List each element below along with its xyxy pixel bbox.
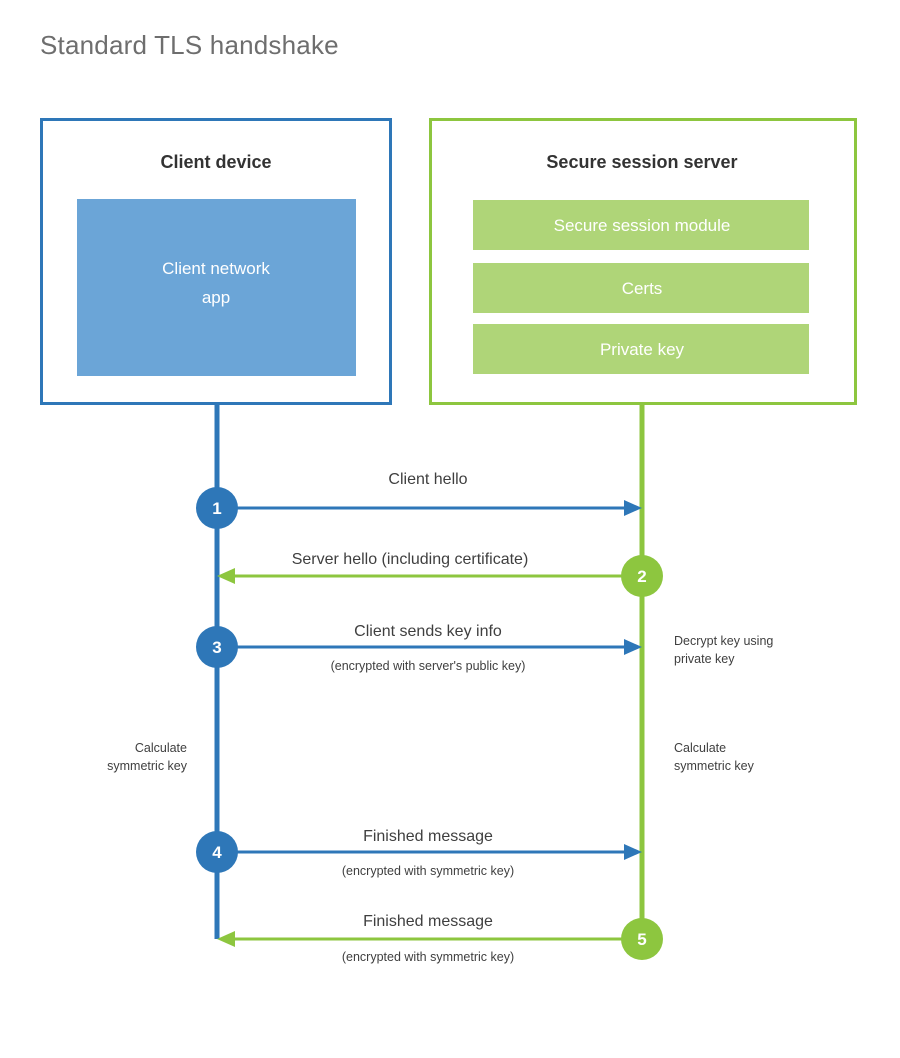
- step-4-badge: [196, 831, 238, 873]
- server-calculate-note-line1: Calculate: [674, 741, 726, 755]
- certs-label: Certs: [622, 279, 663, 298]
- step-1-primary-label: Client hello: [388, 471, 467, 488]
- step-1-number: 1: [212, 499, 221, 518]
- step-2-number: 2: [637, 567, 646, 586]
- step-4-secondary-label: (encrypted with symmetric key): [342, 864, 514, 878]
- step-4-primary-label: Finished message: [363, 828, 493, 845]
- step-3-number: 3: [212, 638, 221, 657]
- server-decrypt-note: Decrypt key using private key: [674, 634, 773, 666]
- step-5-primary-label: Finished message: [363, 913, 493, 930]
- step-5-arrowhead: [217, 931, 235, 947]
- client-calculate-note-line2: symmetric key: [107, 759, 188, 773]
- step-1-group: Client hello 1: [196, 471, 642, 529]
- step-5-group: Finished message (encrypted with symmetr…: [217, 913, 663, 964]
- secure-session-server-panel: Secure session server Secure session mod…: [429, 118, 857, 405]
- step-3-badge: [196, 626, 238, 668]
- server-panel-title: Secure session server: [546, 152, 737, 172]
- client-network-app-label-line1: Client network: [162, 259, 270, 278]
- page-title: Standard TLS handshake: [40, 30, 339, 60]
- step-4-arrowhead: [624, 844, 642, 860]
- client-network-app-block: [77, 199, 356, 376]
- client-calculate-note: Calculate symmetric key: [107, 741, 188, 773]
- step-3-primary-label: Client sends key info: [354, 623, 502, 640]
- client-device-panel: Client device Client network app: [40, 118, 392, 405]
- step-2-group: Server hello (including certificate) 2: [217, 551, 663, 597]
- secure-session-module-label: Secure session module: [554, 216, 731, 235]
- step-5-number: 5: [637, 930, 646, 949]
- client-panel-title: Client device: [160, 152, 271, 172]
- step-3-arrowhead: [624, 639, 642, 655]
- secure-session-module-block: [473, 200, 809, 250]
- server-decrypt-note-line1: Decrypt key using: [674, 634, 773, 648]
- step-4-number: 4: [212, 843, 222, 862]
- step-1-badge: [196, 487, 238, 529]
- step-2-primary-label: Server hello (including certificate): [292, 551, 529, 568]
- step-3-group: Client sends key info (encrypted with se…: [196, 623, 642, 673]
- client-calculate-note-line1: Calculate: [135, 741, 187, 755]
- server-decrypt-note-line2: private key: [674, 652, 735, 666]
- server-calculate-note-line2: symmetric key: [674, 759, 755, 773]
- step-4-group: Finished message (encrypted with symmetr…: [196, 828, 642, 878]
- step-2-arrowhead: [217, 568, 235, 584]
- server-calculate-note: Calculate symmetric key: [674, 741, 755, 773]
- certs-block: [473, 263, 809, 313]
- step-3-secondary-label: (encrypted with server's public key): [331, 659, 526, 673]
- step-1-arrowhead: [624, 500, 642, 516]
- private-key-label: Private key: [600, 340, 685, 359]
- step-5-badge: [621, 918, 663, 960]
- private-key-block: [473, 324, 809, 374]
- step-2-badge: [621, 555, 663, 597]
- client-network-app-label-line2: app: [202, 288, 230, 307]
- step-5-secondary-label: (encrypted with symmetric key): [342, 950, 514, 964]
